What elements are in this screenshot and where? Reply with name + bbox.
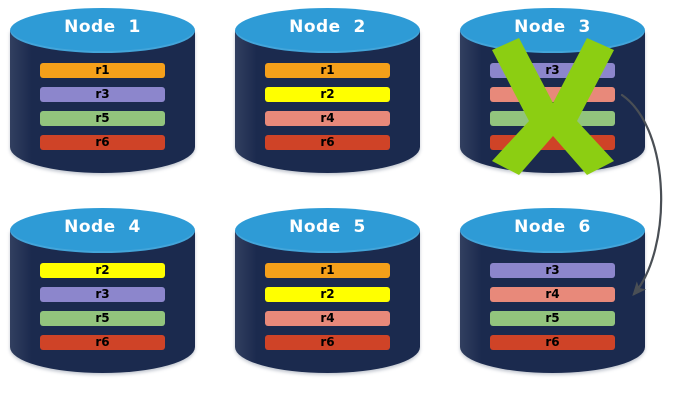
node-cylinder-2[interactable]: Node 2 r1 r2 r4 r6 <box>235 8 420 185</box>
cylinder-top-ellipse <box>460 208 645 253</box>
record-bar[interactable]: r6 <box>40 135 165 150</box>
record-bar[interactable]: r4 <box>490 287 615 302</box>
record-bar[interactable]: r3 <box>490 63 615 78</box>
record-list: r3 r4 r5 r6 <box>490 263 615 350</box>
record-bar[interactable]: r6 <box>40 335 165 350</box>
record-bar[interactable]: r1 <box>40 63 165 78</box>
record-list: r1 r2 r4 r6 <box>265 63 390 150</box>
record-list: r1 r3 r5 r6 <box>40 63 165 150</box>
node-title: Node 1 <box>64 17 141 37</box>
node-title: Node 4 <box>64 217 141 237</box>
node-title: Node 6 <box>514 217 591 237</box>
node-title: Node 2 <box>289 17 366 37</box>
record-bar[interactable]: r3 <box>490 263 615 278</box>
node-cylinder-4[interactable]: Node 4 r2 r3 r5 r6 <box>10 208 195 385</box>
node-cylinder-5[interactable]: Node 5 r1 r2 r4 r6 <box>235 208 420 385</box>
record-bar[interactable]: r2 <box>40 263 165 278</box>
record-bar[interactable]: r5 <box>40 311 165 326</box>
record-bar[interactable]: r2 <box>265 287 390 302</box>
node-cylinder-3[interactable]: Node 3 r3 <box>460 8 645 185</box>
record-bar[interactable]: r4 <box>265 311 390 326</box>
record-bar[interactable]: r6 <box>265 335 390 350</box>
record-list: r3 <box>490 63 615 150</box>
record-bar[interactable]: r6 <box>490 335 615 350</box>
node-cylinder-6[interactable]: Node 6 r3 r4 r5 r6 <box>460 208 645 385</box>
record-bar[interactable]: r2 <box>265 87 390 102</box>
record-bar[interactable] <box>490 135 615 150</box>
record-bar[interactable]: r1 <box>265 63 390 78</box>
record-bar[interactable]: r5 <box>40 111 165 126</box>
cylinder-top-ellipse <box>235 208 420 253</box>
node-title: Node 3 <box>514 17 591 37</box>
record-list: r2 r3 r5 r6 <box>40 263 165 350</box>
record-bar[interactable]: r3 <box>40 287 165 302</box>
record-bar[interactable]: r1 <box>265 263 390 278</box>
record-bar[interactable]: r5 <box>490 311 615 326</box>
node-title: Node 5 <box>289 217 366 237</box>
cylinder-top-ellipse <box>235 8 420 53</box>
record-bar[interactable]: r3 <box>40 87 165 102</box>
cylinder-top-ellipse <box>10 208 195 253</box>
record-bar[interactable]: r4 <box>265 111 390 126</box>
cylinder-top-ellipse <box>10 8 195 53</box>
node-cylinder-1[interactable]: Node 1 r1 r3 r5 r6 <box>10 8 195 185</box>
record-bar[interactable] <box>490 111 615 126</box>
record-list: r1 r2 r4 r6 <box>265 263 390 350</box>
record-bar[interactable] <box>490 87 615 102</box>
record-bar[interactable]: r6 <box>265 135 390 150</box>
